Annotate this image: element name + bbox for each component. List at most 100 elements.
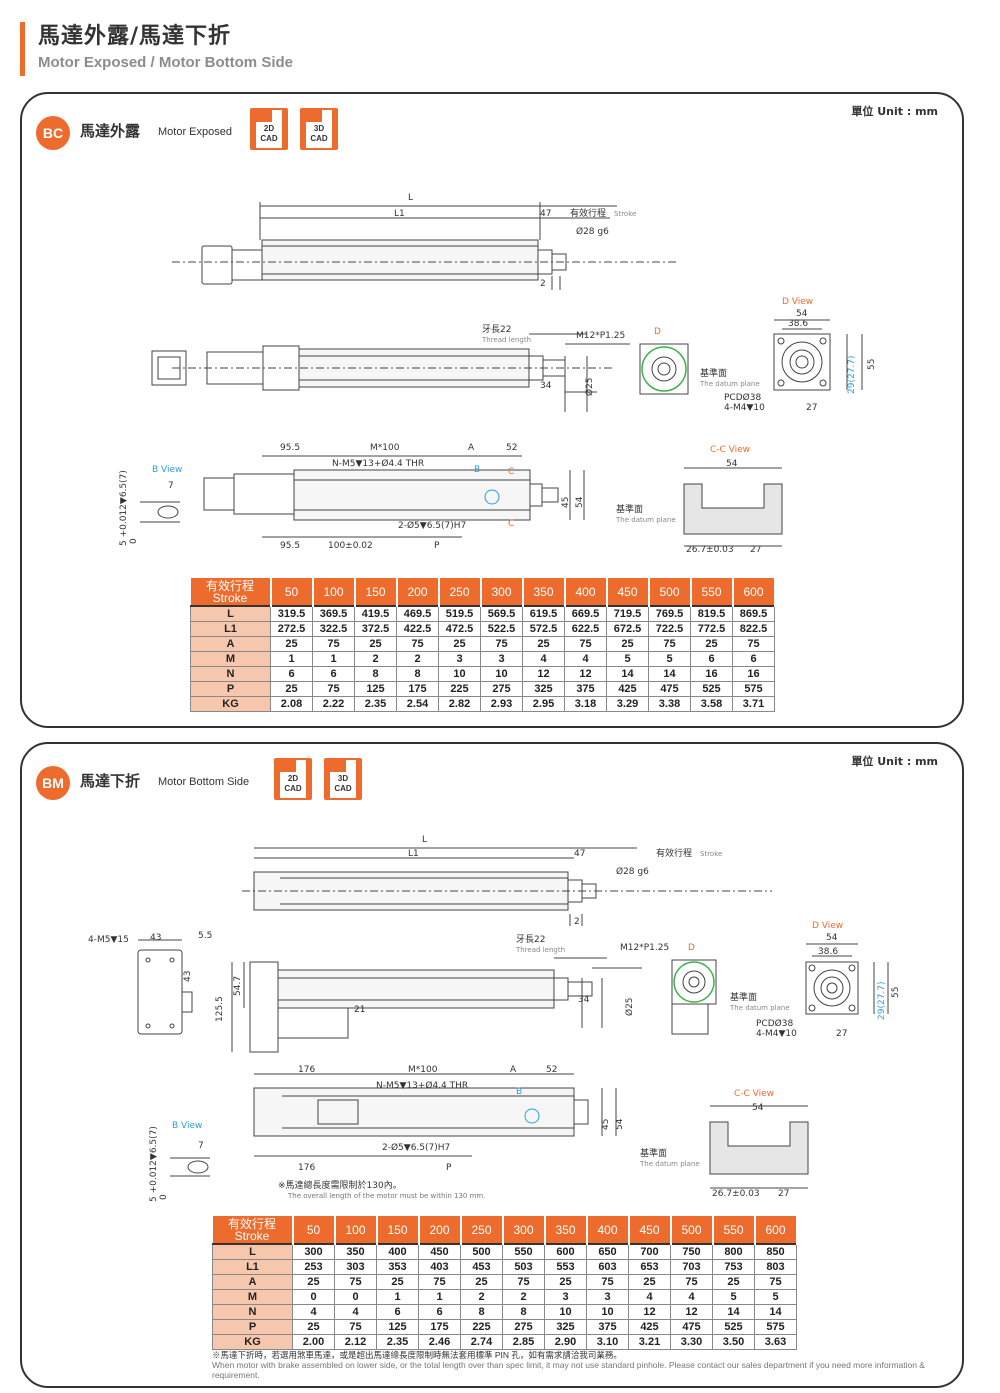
dim-P: P	[434, 541, 440, 551]
dim-27: 27	[806, 403, 817, 413]
dim-54-7: 54.7	[233, 976, 243, 996]
table-cell: 4	[292, 1303, 335, 1320]
table-cell: 10	[544, 1303, 587, 1320]
pcd-label: PCDØ38	[724, 392, 761, 403]
stroke-column-header: 600	[754, 1216, 798, 1244]
table-cell: 703	[670, 1258, 713, 1275]
thread-label-en: Thread length	[515, 946, 565, 954]
table-cell: 25	[292, 1273, 335, 1290]
stroke-column-header: 200	[396, 578, 440, 606]
m4-label: 4-M4▼10	[756, 1029, 797, 1039]
dim-100: 100±0.02	[328, 541, 373, 551]
table-cell: 25	[544, 1273, 587, 1290]
table-cell: 822.5	[732, 620, 775, 637]
table-cell: 6	[312, 665, 355, 682]
label-D: D	[688, 943, 695, 953]
table-cell: 503	[502, 1258, 545, 1275]
table-cell: 6	[270, 665, 313, 682]
table-cell: 419.5	[354, 605, 397, 622]
table-cell: 3.21	[628, 1333, 671, 1350]
technical-drawing: L L1 47 有效行程 Stroke Ø28 g6 2 牙長22 Thread…	[22, 94, 962, 578]
dim-43v: 43	[183, 971, 193, 982]
table-cell: 25	[690, 635, 733, 652]
table-cell: 253	[292, 1258, 335, 1275]
dim-26-7: 26.7±0.03	[712, 1189, 760, 1199]
stroke-column-header: 550	[712, 1216, 756, 1244]
tolerance-zero: 0	[159, 1194, 169, 1200]
m5-label: 4-M5▼15	[88, 935, 129, 945]
table-cell: 6	[690, 650, 733, 667]
b-view-label: B View	[172, 1121, 202, 1131]
cad-2d-button[interactable]: 2D CAD	[250, 108, 288, 150]
table-cell: 325	[522, 680, 565, 697]
table-cell: 2.35	[376, 1333, 419, 1350]
table-cell: 403	[418, 1258, 461, 1275]
table-cell: 75	[334, 1273, 377, 1290]
stroke-column-header: 200	[418, 1216, 462, 1244]
table-cell: 303	[334, 1258, 377, 1275]
table-cell: 10	[586, 1303, 629, 1320]
d-view-label: D View	[782, 297, 813, 307]
table-cell: 12	[670, 1303, 713, 1320]
datum-label-2-en: The datum plane	[639, 1160, 700, 1168]
section-title: 馬達下折	[80, 772, 141, 790]
table-cell: 16	[690, 665, 733, 682]
table-cell: 8	[396, 665, 439, 682]
table-cell: 519.5	[438, 605, 481, 622]
table-cell: 750	[670, 1243, 713, 1260]
stroke-column-header: 50	[292, 1216, 336, 1244]
datum-label-en: The datum plane	[729, 1004, 790, 1012]
dim-54-cc: 54	[752, 1103, 764, 1113]
table-cell: 353	[376, 1258, 419, 1275]
dim-2: 2	[540, 279, 546, 289]
table-cell: 3.29	[606, 695, 649, 712]
dim-43: 43	[150, 933, 161, 943]
row-header: M	[212, 1288, 293, 1305]
dim-54-cc: 54	[726, 459, 738, 469]
datum-label-2-en: The datum plane	[615, 516, 676, 524]
table-cell: 575	[732, 680, 775, 697]
table-cell: 425	[628, 1318, 671, 1335]
table-cell: 225	[438, 680, 481, 697]
dim-27-cc: 27	[750, 545, 761, 555]
table-cell: 1	[418, 1288, 461, 1305]
table-cell: 550	[502, 1243, 545, 1260]
pin-label: 2-Ø5▼6.5(7)H7	[398, 520, 466, 531]
cad-3d-button[interactable]: 3D CAD	[324, 758, 362, 800]
dim-L1: L1	[408, 849, 419, 859]
table-cell: 175	[396, 680, 439, 697]
table-cell: 6	[418, 1303, 461, 1320]
dim-176b: 176	[298, 1163, 315, 1173]
stroke-column-header: 450	[606, 578, 650, 606]
dim-47: 47	[574, 849, 585, 859]
dim-m12: M12*P1.25	[620, 943, 669, 953]
table-cell: 25	[354, 635, 397, 652]
label-D: D	[654, 327, 661, 337]
cad-2d-button[interactable]: 2D CAD	[274, 758, 312, 800]
table-cell: 850	[754, 1243, 797, 1260]
dim-A: A	[468, 443, 475, 453]
stroke-header-line: Stroke	[212, 590, 248, 605]
table-cell: 75	[564, 635, 607, 652]
nm5-label: N-M5▼13+Ø4.4 THR	[376, 1080, 468, 1091]
table-cell: 425	[606, 680, 649, 697]
d-view-label: D View	[812, 921, 843, 931]
table-cell: 16	[732, 665, 775, 682]
cad-3d-button[interactable]: 3D CAD	[300, 108, 338, 150]
table-cell: 569.5	[480, 605, 523, 622]
stroke-label: 有效行程	[656, 847, 692, 859]
dim-phi28: Ø28 g6	[616, 866, 649, 877]
table-cell: 3.38	[648, 695, 691, 712]
page-subtitle: Motor Exposed / Motor Bottom Side	[38, 54, 293, 71]
table-cell: 500	[460, 1243, 503, 1260]
table-cell: 10	[480, 665, 523, 682]
table-cell: 5	[648, 650, 691, 667]
datum-label-2: 基準面	[616, 503, 643, 515]
thread-label: 牙長22	[482, 324, 511, 335]
dim-38-6: 38.6	[788, 319, 808, 329]
table-cell: 2.00	[292, 1333, 335, 1350]
row-header: P	[190, 680, 271, 697]
